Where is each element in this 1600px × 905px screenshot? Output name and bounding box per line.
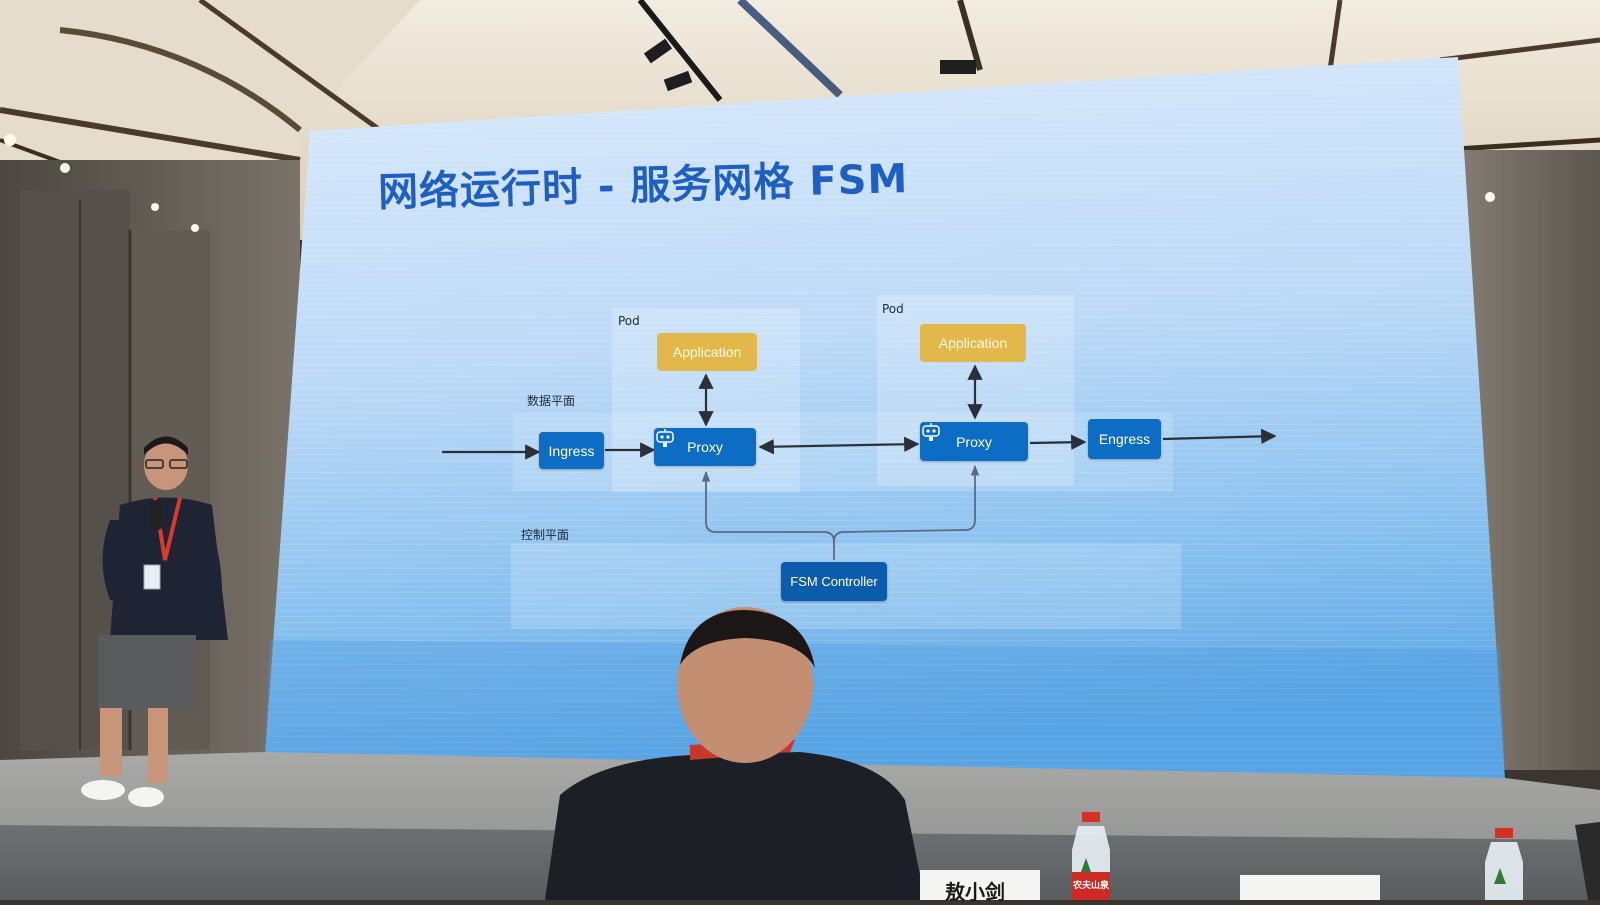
application-left-box: Application xyxy=(657,333,757,371)
proxy-left-box: Proxy xyxy=(654,428,756,466)
control-plane-label: 控制平面 xyxy=(521,528,570,542)
engress-text: Engress xyxy=(1098,431,1151,447)
robot-icon xyxy=(656,429,674,447)
bottle-label: 农夫山泉 xyxy=(1073,881,1110,891)
proxy-right-text: Proxy xyxy=(956,433,992,450)
proxy-left-text: Proxy xyxy=(687,439,723,455)
pod-right-label: Pod xyxy=(882,302,904,316)
ingress-text: Ingress xyxy=(548,442,595,459)
engress-box: Engress xyxy=(1088,419,1161,459)
robot-icon xyxy=(922,423,940,441)
ingress-box: Ingress xyxy=(539,432,604,469)
data-plane-label: 数据平面 xyxy=(527,394,576,408)
speaker-nameplate: 敖小剑 xyxy=(945,880,1005,904)
pod-left-label: Pod xyxy=(618,314,640,328)
audience-member xyxy=(545,607,925,900)
water-bottle-left xyxy=(1072,812,1110,900)
water-bottle-right xyxy=(1485,828,1523,900)
application-left-text: Application xyxy=(672,344,742,360)
fsm-controller-text: FSM Controller xyxy=(790,574,878,589)
proxy-right-box: Proxy xyxy=(920,422,1028,461)
presenter xyxy=(81,436,228,807)
application-right-text: Application xyxy=(938,335,1008,351)
fsm-controller-box: FSM Controller xyxy=(781,562,887,601)
application-right-box: Application xyxy=(920,324,1026,362)
